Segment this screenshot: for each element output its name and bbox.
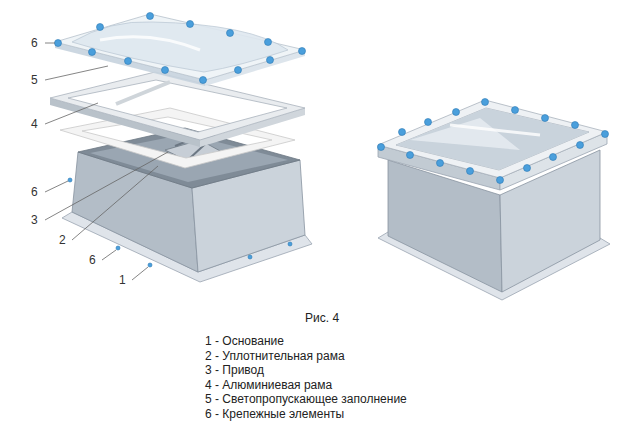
callout-number: 3 — [31, 213, 38, 227]
assembled-skylight — [378, 99, 611, 301]
callout-number: 6 — [89, 253, 96, 267]
callout-number: 2 — [59, 233, 66, 247]
callout-number: 6 — [31, 185, 38, 199]
callout-number: 6 — [31, 36, 38, 50]
callout-number: 4 — [31, 117, 38, 131]
figure-caption: Рис. 4 — [305, 311, 339, 325]
dome-part — [55, 14, 305, 86]
legend-line: 4 - Алюминиевая рама — [205, 378, 332, 392]
leader-lines — [45, 43, 168, 280]
aluminium-frame — [50, 72, 305, 147]
legend-line: 1 - Основание — [205, 334, 284, 348]
callout-number: 5 — [31, 73, 38, 87]
callout-number: 1 — [119, 273, 126, 287]
legend-line: 2 - Уплотнительная рама — [205, 349, 345, 363]
fastener-dots — [55, 13, 306, 268]
base-part — [62, 128, 312, 282]
legend-line: 6 - Крепежные элементы — [205, 407, 344, 421]
legend-line: 5 - Светопропускающее заполнение — [205, 392, 407, 406]
legend-line: 3 - Привод — [205, 363, 264, 377]
